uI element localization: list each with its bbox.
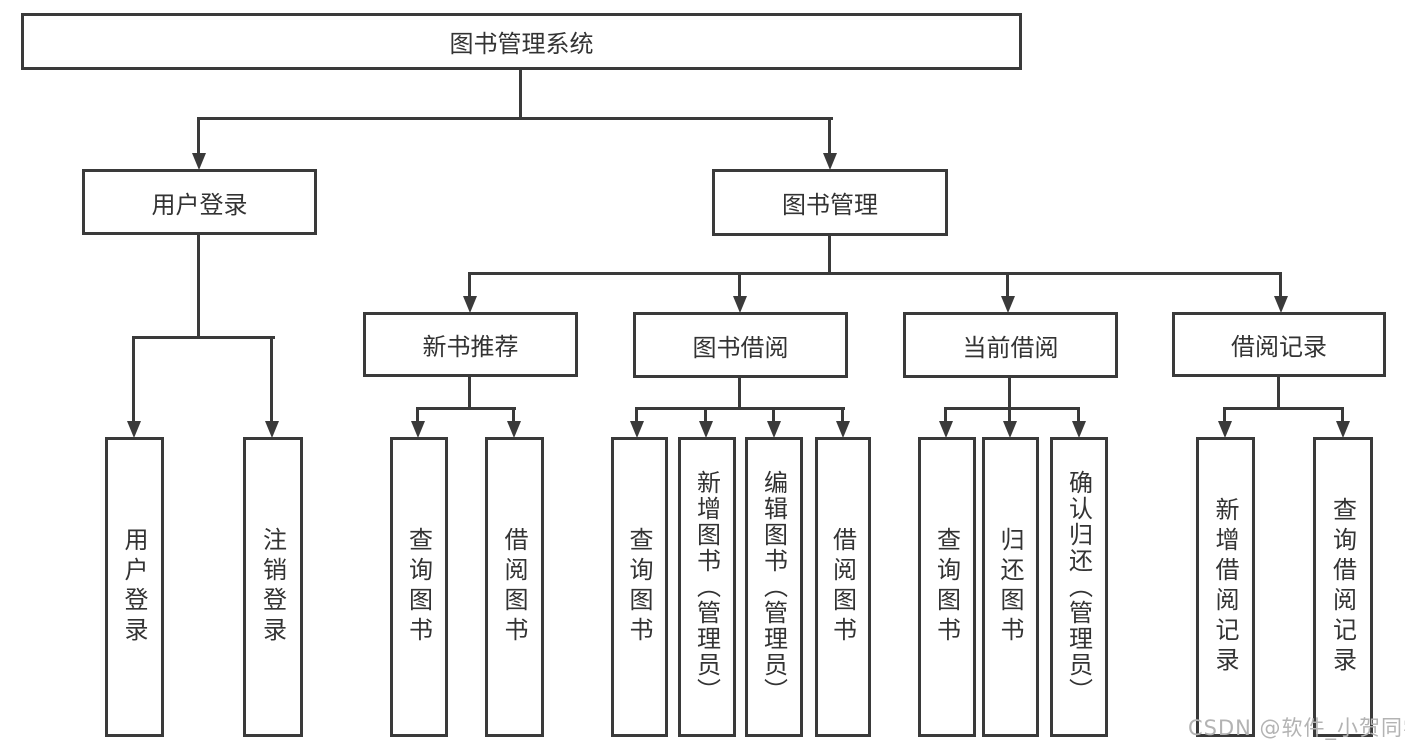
leaf-label: 查询图书: [404, 527, 433, 647]
connector-line: [1223, 407, 1344, 410]
node-label: 借阅记录: [1231, 333, 1327, 361]
arrowhead-down-icon: [411, 421, 425, 438]
connector-line: [828, 235, 831, 275]
arrowhead-down-icon: [265, 421, 279, 438]
node-label: 图书管理系统: [449, 30, 594, 58]
node-current-borrowing: 当前借阅: [903, 312, 1118, 378]
connector-line: [635, 407, 845, 410]
arrowhead-down-icon: [1003, 421, 1017, 438]
connector-line: [772, 407, 775, 423]
node-label: 图书借阅: [692, 333, 789, 362]
leaf-borrow-books-1: 借阅图书: [485, 437, 544, 737]
node-book-management: 图书管理: [712, 169, 948, 236]
arrowhead-down-icon: [767, 421, 781, 438]
connector-line: [1006, 272, 1009, 298]
leaf-user-login: 用户登录: [105, 437, 164, 737]
arrowhead-down-icon: [192, 153, 206, 170]
connector-line: [512, 407, 515, 423]
leaf-label: 注销登录: [258, 527, 287, 647]
connector-line: [468, 376, 471, 410]
connector-line: [704, 407, 707, 423]
leaf-label: 确认归还（管理员）: [1064, 470, 1093, 704]
arrowhead-down-icon: [1274, 296, 1288, 313]
arrowhead-down-icon: [463, 296, 477, 313]
arrowhead-down-icon: [630, 421, 644, 438]
connector-line: [841, 407, 844, 423]
node-user-login: 用户登录: [82, 169, 317, 235]
leaf-edit-books-admin: 编辑图书（管理员）: [745, 437, 803, 737]
leaf-label: 归还图书: [996, 527, 1024, 647]
connector-line: [270, 336, 273, 423]
connector-line: [132, 336, 135, 423]
connector-line: [1223, 407, 1226, 423]
leaf-return-books: 归还图书: [982, 437, 1039, 737]
leaf-query-borrow-record: 查询借阅记录: [1313, 437, 1373, 737]
connector-line: [1279, 272, 1282, 298]
leaf-label: 查询借阅记录: [1328, 497, 1357, 677]
connector-line: [635, 407, 638, 423]
connector-line: [197, 117, 833, 120]
connector-line: [416, 407, 419, 423]
connector-line: [738, 272, 741, 298]
leaf-label: 用户登录: [120, 527, 148, 647]
connector-line: [1277, 377, 1280, 410]
leaf-label: 查询图书: [625, 527, 653, 647]
arrowhead-down-icon: [939, 421, 953, 438]
leaf-query-books-2: 查询图书: [611, 437, 668, 737]
leaf-logout: 注销登录: [243, 437, 303, 737]
leaf-confirm-return-admin: 确认归还（管理员）: [1050, 437, 1108, 737]
connector-line: [1008, 378, 1011, 410]
arrowhead-down-icon: [1336, 421, 1350, 438]
arrowhead-down-icon: [823, 153, 837, 170]
connector-line: [828, 117, 831, 155]
node-borrowing-records: 借阅记录: [1172, 312, 1386, 377]
leaf-query-books-1: 查询图书: [390, 437, 448, 737]
node-label: 用户登录: [151, 190, 248, 219]
node-label: 当前借阅: [962, 333, 1059, 362]
arrowhead-down-icon: [127, 421, 141, 438]
arrowhead-down-icon: [1001, 296, 1015, 313]
leaf-label: 编辑图书（管理员）: [759, 470, 788, 704]
arrowhead-down-icon: [1218, 421, 1232, 438]
node-label: 图书管理: [782, 191, 878, 219]
node-label: 新书推荐: [422, 333, 519, 361]
leaf-label: 查询图书: [932, 527, 961, 647]
arrowhead-down-icon: [507, 421, 521, 438]
arrowhead-down-icon: [1072, 421, 1086, 438]
connector-line: [944, 407, 947, 423]
connector-line: [197, 117, 200, 155]
leaf-add-borrow-record: 新增借阅记录: [1196, 437, 1255, 737]
connector-line: [519, 69, 522, 117]
connector-line: [1341, 407, 1344, 423]
csdn-watermark: CSDN @软件_小贺同学: [1188, 716, 1405, 740]
leaf-borrow-books-2: 借阅图书: [815, 437, 871, 737]
connector-line: [1077, 407, 1080, 423]
leaf-add-books-admin: 新增图书（管理员）: [678, 437, 736, 737]
connector-line: [416, 407, 516, 410]
leaf-label: 借阅图书: [828, 527, 857, 647]
connector-line: [132, 336, 275, 339]
connector-line: [738, 378, 741, 410]
arrowhead-down-icon: [836, 421, 850, 438]
arrowhead-down-icon: [733, 296, 747, 313]
leaf-label: 新增借阅记录: [1211, 497, 1239, 677]
connector-line: [468, 272, 471, 298]
leaf-query-books-3: 查询图书: [918, 437, 976, 737]
leaf-label: 借阅图书: [500, 527, 528, 647]
connector-line: [944, 407, 1080, 410]
arrowhead-down-icon: [699, 421, 713, 438]
connector-line: [1008, 407, 1011, 423]
node-library-management-system: 图书管理系统: [21, 13, 1022, 70]
connector-line: [468, 272, 1282, 275]
node-new-book-recommend: 新书推荐: [363, 312, 578, 377]
connector-line: [197, 234, 200, 339]
node-book-borrowing: 图书借阅: [633, 312, 848, 378]
leaf-label: 新增图书（管理员）: [692, 470, 721, 704]
